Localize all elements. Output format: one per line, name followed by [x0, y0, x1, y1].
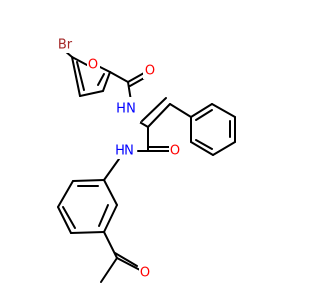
- bond-c8-c9: [169, 103, 192, 118]
- atom-label-layer: Br O O N H O N H O: [55, 37, 182, 281]
- bond-c3-c4: [79, 90, 104, 97]
- bond-ar-2: [103, 204, 118, 233]
- bond-n2-ar1: [103, 158, 120, 181]
- bond-acetyl-me: [100, 257, 118, 283]
- atom-br-symbol: Br: [58, 38, 73, 53]
- bond-c2-c3-double: [97, 73, 105, 86]
- bond-ar-4-inner: [62, 206, 76, 229]
- bond-ph-5: [190, 141, 214, 156]
- atom-br: Br: [55, 37, 76, 53]
- bond-ar-4: [57, 206, 72, 234]
- bond-ph-4: [212, 141, 236, 156]
- bond-ar-1: [103, 179, 118, 206]
- atom-o-furan-symbol: O: [88, 58, 98, 73]
- bond-layer: [57, 50, 236, 283]
- bond-c7-c8-double: [141, 97, 167, 122]
- bond-ar-5: [57, 180, 74, 208]
- bond-c2-c6: [109, 71, 129, 83]
- atom-o-furan: O: [87, 57, 100, 73]
- bond-c7-c8: [147, 103, 171, 128]
- bond-ar-6: [72, 179, 105, 182]
- atom-o-amide2: O: [169, 143, 182, 159]
- atom-n-amide2-symbol: N: [124, 144, 134, 159]
- bond-ph-1-inner: [195, 109, 213, 121]
- bond-c4-c5-double: [76, 61, 85, 91]
- bond-c5-o1: [71, 56, 88, 66]
- atom-o-acetyl: O: [139, 265, 152, 281]
- atom-o-amide1-symbol: O: [145, 64, 155, 79]
- atom-n-amide1-symbol: N: [126, 102, 136, 117]
- bond-acetyl-o: [116, 257, 141, 271]
- bond-acetyl-o-double: [114, 252, 138, 267]
- bond-ph-5-inner: [195, 139, 213, 150]
- atom-o-amide1: O: [143, 63, 156, 79]
- atom-n-amide1-hydrogen: H: [116, 102, 126, 117]
- bond-c6-o: [127, 72, 145, 83]
- atom-n-amide2: N H: [115, 142, 137, 159]
- bond-c2-c3: [102, 71, 111, 92]
- bond-ph-1: [190, 103, 213, 118]
- atom-n-amide2-hydrogen: H: [115, 144, 125, 159]
- bond-ph-2: [211, 103, 236, 118]
- bond-c4-c5: [71, 56, 81, 97]
- molecule-diagram: Br O O N H O N H O: [55, 37, 236, 283]
- bond-ar-3: [70, 231, 105, 234]
- atom-o-amide2-symbol: O: [170, 144, 180, 159]
- bond-ar-2-inner: [98, 204, 109, 227]
- atom-n-amide1: N H: [116, 97, 140, 123]
- atom-o-acetyl-symbol: O: [140, 266, 150, 281]
